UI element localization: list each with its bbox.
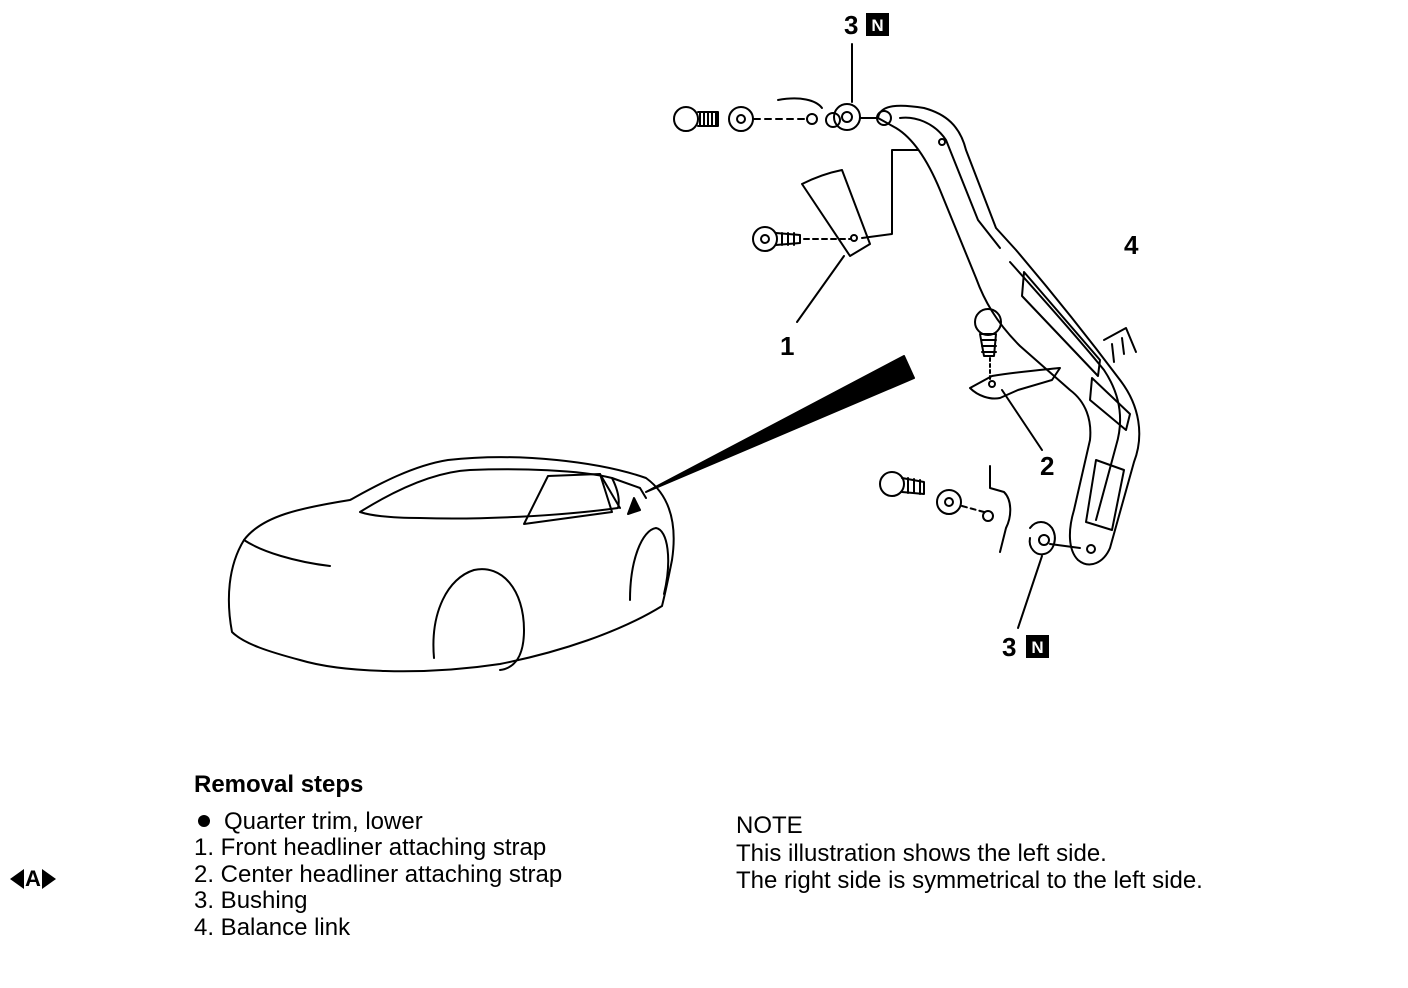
bullet-icon [198, 814, 210, 827]
balance-link [877, 104, 1141, 566]
removal-step-label: 3. Bushing [194, 887, 308, 914]
removal-step-item: 3. Bushing [194, 887, 562, 915]
parts-diagram: 3 N 4 1 2 3 N [227, 10, 1141, 673]
new-part-marker-top [866, 13, 889, 36]
pointer-wedge [645, 355, 915, 493]
center-headliner-strap [969, 308, 1061, 451]
removal-step-item: 1. Front headliner attaching strap [194, 834, 562, 862]
side-service-marker-label: A [25, 866, 41, 891]
removal-steps: Removal steps Quarter trim, lower 1. Fro… [194, 771, 563, 942]
callout-4: 4 [1124, 230, 1139, 260]
car-outline [227, 456, 675, 673]
new-part-marker-bottom-label: N [1031, 638, 1043, 657]
removal-step-label: 1. Front headliner attaching strap [194, 834, 547, 861]
removal-step-label: 4. Balance link [194, 913, 351, 941]
removal-steps-list: Quarter trim, lower 1. Front headliner a… [194, 807, 563, 942]
note-line: This illustration shows the left side. [736, 839, 1107, 867]
bottom-bushing-assembly [879, 465, 1081, 629]
front-headliner-strap [752, 149, 919, 323]
top-bushing-assembly [673, 43, 892, 132]
removal-step-label: Quarter trim, lower [224, 807, 423, 835]
triangle-left-icon [10, 869, 24, 889]
note-line: The right side is symmetrical to the lef… [736, 867, 1203, 894]
side-service-marker: A [10, 866, 56, 892]
callout-3-bottom: 3 [1002, 632, 1016, 662]
new-part-marker-top-label: N [871, 16, 883, 35]
note-block: NOTE This illustration shows the left si… [736, 812, 1203, 895]
removal-steps-heading: Removal steps [194, 771, 364, 798]
removal-step-item: 2. Center headliner attaching strap [194, 860, 563, 889]
removal-step-label: 2. Center headliner attaching strap [194, 860, 563, 888]
callout-1: 1 [780, 331, 794, 361]
new-part-marker-bottom [1026, 635, 1049, 658]
callout-3-top: 3 [844, 10, 858, 40]
triangle-right-icon [41, 869, 56, 889]
callout-2: 2 [1040, 451, 1054, 481]
removal-step-item: 4. Balance link [194, 913, 562, 942]
removal-step-item: Quarter trim, lower [194, 807, 562, 836]
note-title: NOTE [736, 812, 803, 839]
